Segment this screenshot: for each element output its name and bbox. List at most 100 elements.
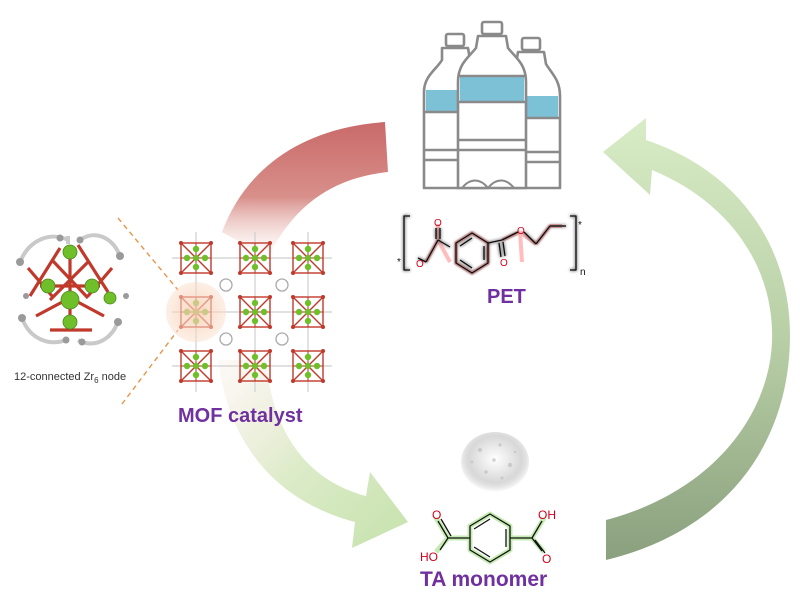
mof-zr-atom — [251, 371, 259, 379]
mof-oxygen-atom — [238, 379, 242, 383]
mof-zr-atom — [304, 263, 312, 271]
mof-zr-atom — [251, 263, 259, 271]
mof-oxygen-atom — [321, 379, 325, 383]
mof-oxygen-atom — [238, 241, 242, 245]
mof-zr-atom — [260, 254, 268, 262]
mof-zr-atom — [192, 353, 200, 361]
mof-zr-atom — [304, 254, 312, 262]
mof-oxygen-atom — [291, 349, 295, 353]
mof-zr-atom — [304, 371, 312, 379]
mof-oxygen-atom — [268, 379, 272, 383]
pet-end-star-right: * — [578, 220, 582, 231]
pet-carbonyl-oxygen-1: O — [434, 218, 442, 229]
mof-oxygen-atom — [321, 349, 325, 353]
mof-zr-atom — [251, 254, 259, 262]
mof-oxygen-atom — [209, 349, 213, 353]
zr6-node-caption: 12-connected Zr6 node — [14, 371, 126, 385]
mof-zr-atom — [313, 308, 321, 316]
node-caption-prefix: 12-connected Zr — [14, 371, 95, 383]
ta-monomer-label: TA monomer — [420, 568, 548, 591]
mof-oxygen-atom — [179, 379, 183, 383]
mof-zr-atom — [242, 254, 250, 262]
mof-zr-atom — [251, 308, 259, 316]
mof-zr-atom — [251, 353, 259, 361]
mof-zr-atom — [304, 308, 312, 316]
mof-zr-atom — [251, 317, 259, 325]
ta-structure: O HO OH O — [420, 508, 556, 566]
mof-oxygen-atom — [321, 295, 325, 299]
mof-zr-atom — [242, 362, 250, 370]
mof-oxygen-atom — [179, 349, 183, 353]
mof-oxygen-atom — [209, 241, 213, 245]
node-caption-subscript: 6 — [94, 376, 99, 386]
node-caption-suffix: node — [98, 371, 127, 383]
mof-oxygen-atom — [268, 271, 272, 275]
mof-oxygen-atom — [291, 325, 295, 329]
mof-oxygen-atom — [321, 241, 325, 245]
arrow-pet-to-mof — [222, 122, 388, 258]
mof-zr-atom — [295, 362, 303, 370]
mof-oxygen-atom — [268, 295, 272, 299]
pet-bottles-icon — [422, 20, 562, 190]
zoom-connector-lines — [117, 217, 179, 405]
mof-oxygen-atom — [238, 295, 242, 299]
mof-zr-atom — [183, 362, 191, 370]
mof-zr-atom — [201, 362, 209, 370]
mof-oxygen-atom — [321, 271, 325, 275]
mof-zr-atom — [192, 254, 200, 262]
ta-carbonyl-oxygen-1: O — [432, 508, 441, 522]
ta-powder-image — [461, 432, 529, 492]
mof-oxygen-atom — [291, 241, 295, 245]
mof-pore-ring — [219, 278, 233, 292]
pet-structure: O O O O * * n — [397, 215, 586, 278]
mof-zr-atom — [304, 353, 312, 361]
mof-oxygen-atom — [321, 325, 325, 329]
mof-zr-atom — [313, 254, 321, 262]
mof-oxygen-atom — [291, 271, 295, 275]
mof-oxygen-atom — [291, 379, 295, 383]
mof-pore-ring — [275, 278, 289, 292]
ta-hydroxyl-left: HO — [420, 550, 438, 564]
mof-zr-atom — [192, 263, 200, 271]
arrow-ta-to-pet — [603, 118, 790, 560]
mof-zr-atom — [304, 317, 312, 325]
mof-zr-atom — [295, 308, 303, 316]
mof-zr-atom — [242, 308, 250, 316]
mof-catalyst-label: MOF catalyst — [178, 405, 303, 427]
mof-oxygen-atom — [291, 295, 295, 299]
mof-highlight-halo — [166, 282, 226, 342]
mof-oxygen-atom — [238, 271, 242, 275]
pet-repeat-subscript: n — [580, 267, 586, 278]
pet-oxygen-left: O — [416, 259, 424, 270]
mof-oxygen-atom — [238, 325, 242, 329]
mof-oxygen-atom — [268, 241, 272, 245]
arrow-mof-to-ta — [218, 360, 408, 548]
ta-hydroxyl-right: OH — [538, 508, 556, 522]
mof-zr-atom — [260, 308, 268, 316]
mof-oxygen-atom — [268, 349, 272, 353]
mof-zr-atom — [304, 299, 312, 307]
mof-zr-atom — [183, 254, 191, 262]
mof-zr-atom — [192, 245, 200, 253]
bottle-center — [456, 20, 528, 190]
mof-zr-atom — [260, 362, 268, 370]
mof-zr-atom — [251, 362, 259, 370]
mof-pore-ring — [219, 332, 233, 346]
mof-pore-ring — [275, 332, 289, 346]
mof-zr-atom — [304, 245, 312, 253]
pet-label: PET — [487, 286, 526, 308]
mof-zr-atom — [192, 362, 200, 370]
mof-zr-atom — [304, 362, 312, 370]
mof-oxygen-atom — [179, 271, 183, 275]
mof-zr-atom — [251, 245, 259, 253]
mof-zr-atom — [295, 254, 303, 262]
pet-ester-oxygen: O — [517, 226, 525, 237]
pet-end-star-left: * — [397, 257, 401, 268]
ta-carbonyl-oxygen-2: O — [542, 552, 551, 566]
pet-carbonyl-oxygen-2: O — [500, 258, 508, 269]
zr6-node-structure — [16, 233, 129, 346]
mof-oxygen-atom — [238, 349, 242, 353]
mof-oxygen-atom — [209, 379, 213, 383]
mof-oxygen-atom — [179, 241, 183, 245]
mof-oxygen-atom — [268, 325, 272, 329]
